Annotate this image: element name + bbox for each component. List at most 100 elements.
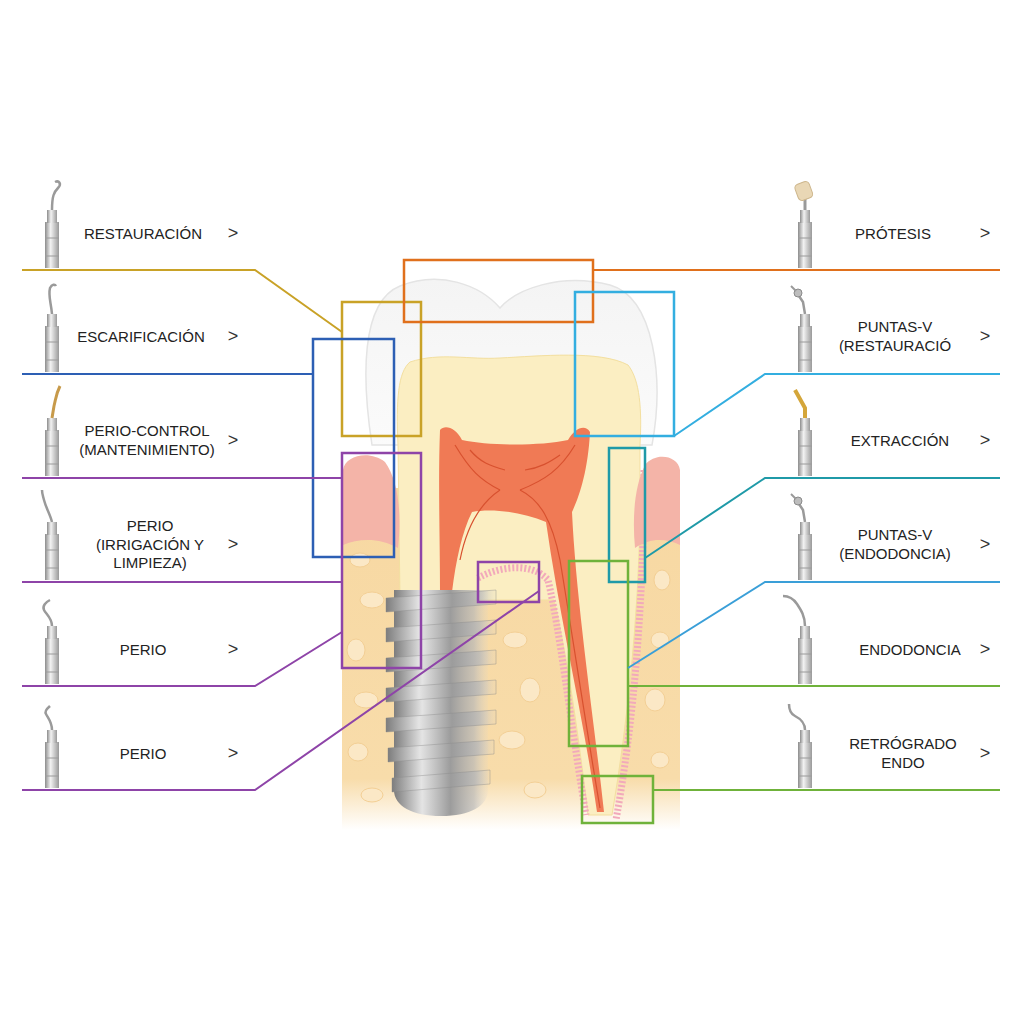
illustration-part bbox=[342, 453, 421, 668]
tip-label: EXTRACCIÓN bbox=[800, 432, 1000, 451]
illustration-part bbox=[22, 581, 342, 583]
tip-icon bbox=[45, 181, 60, 268]
illustration-part bbox=[460, 490, 500, 560]
illustration-part bbox=[49, 285, 56, 314]
tip-icon bbox=[783, 596, 812, 684]
tip-label: RETRÓGRADO ENDO bbox=[843, 735, 963, 773]
illustration-part bbox=[524, 782, 546, 798]
illustration-part bbox=[499, 731, 525, 749]
illustration-part bbox=[651, 632, 669, 648]
arrow-mark: > bbox=[225, 326, 241, 348]
illustration-part bbox=[347, 639, 365, 661]
illustration-part bbox=[794, 180, 814, 201]
arrow-mark: > bbox=[225, 743, 241, 765]
illustration-part bbox=[22, 373, 313, 375]
illustration-part bbox=[45, 706, 52, 730]
tip-icon bbox=[45, 285, 59, 372]
tip-label: RESTAURACIÓN bbox=[43, 225, 243, 244]
tip-label: ESCARIFICACIÓN bbox=[41, 328, 241, 347]
illustration-part bbox=[520, 678, 540, 702]
illustration-part bbox=[799, 296, 805, 314]
tip-label: PUNTAS-V (RESTAURACIÓ bbox=[830, 318, 960, 356]
illustration-part bbox=[52, 181, 60, 210]
illustration-part bbox=[22, 270, 342, 332]
illustration-part bbox=[798, 626, 812, 684]
illustration-part bbox=[789, 704, 805, 730]
illustration-part bbox=[674, 374, 1000, 436]
illustration-part bbox=[45, 522, 59, 580]
tip-label: PERIO bbox=[43, 745, 243, 764]
illustration-part bbox=[350, 553, 370, 567]
illustration-part bbox=[791, 286, 796, 291]
illustration-part bbox=[42, 490, 52, 522]
gum bbox=[343, 455, 399, 548]
tip-icon bbox=[791, 286, 812, 372]
illustration-part bbox=[386, 680, 496, 702]
tip-icon bbox=[791, 494, 812, 580]
illustration-part bbox=[645, 689, 665, 711]
illustration-part bbox=[386, 590, 496, 792]
illustration-part bbox=[45, 314, 59, 372]
tip-label: PERIO (IRRIGACIÓN Y LIMPIEZA) bbox=[83, 517, 218, 573]
illustration-part bbox=[361, 788, 383, 802]
illustration-part bbox=[392, 770, 490, 792]
tip-icon bbox=[794, 180, 814, 268]
illustration-part bbox=[470, 450, 505, 470]
arrow-mark: > bbox=[225, 639, 241, 661]
arrow-mark: > bbox=[977, 223, 993, 245]
illustration-part bbox=[45, 626, 59, 684]
tip-label: PUNTAS-V (ENDODONCIA) bbox=[830, 526, 960, 564]
illustration-part bbox=[520, 490, 600, 808]
illustration-part bbox=[388, 740, 494, 762]
illustration-part bbox=[569, 561, 628, 746]
illustration-part bbox=[791, 494, 796, 499]
illustration-part bbox=[798, 522, 812, 580]
illustration-part bbox=[628, 685, 1000, 687]
illustration-part bbox=[582, 776, 653, 823]
illustration-part bbox=[795, 390, 805, 418]
tip-label: PERIO bbox=[43, 641, 243, 660]
gum bbox=[634, 457, 680, 548]
illustration-part bbox=[45, 730, 59, 788]
illustration-part bbox=[45, 210, 59, 268]
region-boxes bbox=[313, 260, 674, 823]
illustration-part bbox=[386, 620, 496, 642]
illustration-part bbox=[313, 339, 394, 557]
illustration-part bbox=[783, 596, 805, 626]
implant bbox=[386, 590, 496, 816]
illustration-part bbox=[653, 789, 1000, 791]
tip-icon bbox=[45, 386, 60, 476]
arrow-mark: > bbox=[225, 430, 241, 452]
tip-icon bbox=[795, 390, 812, 476]
arrow-mark: > bbox=[977, 743, 993, 765]
illustration-part bbox=[798, 418, 812, 476]
illustration-part bbox=[22, 591, 539, 790]
illustration-part bbox=[798, 210, 812, 268]
illustration-part bbox=[654, 570, 670, 590]
arrow-mark: > bbox=[225, 223, 241, 245]
arrow-mark: > bbox=[977, 326, 993, 348]
arrow-mark: > bbox=[977, 639, 993, 661]
illustration-part bbox=[798, 314, 812, 372]
tip-label: PERIO-CONTROL (MANTENIMIENTO) bbox=[72, 422, 222, 460]
illustration-part bbox=[798, 730, 812, 788]
tip-label: PRÓTESIS bbox=[793, 225, 993, 244]
arrow-mark: > bbox=[977, 430, 993, 452]
illustration-part bbox=[45, 418, 59, 476]
illustration-part bbox=[43, 600, 52, 626]
leader-lines bbox=[22, 270, 1000, 790]
illustration-part bbox=[22, 632, 342, 686]
illustration-part bbox=[455, 445, 500, 490]
illustration-part bbox=[360, 592, 384, 608]
illustration-part bbox=[404, 260, 593, 322]
illustration-part bbox=[799, 504, 805, 522]
arrow-mark: > bbox=[225, 534, 241, 556]
illustration-part bbox=[386, 710, 496, 732]
illustration-part bbox=[22, 477, 342, 479]
arrow-mark: > bbox=[977, 534, 993, 556]
tip-icon bbox=[789, 704, 812, 788]
illustration-part bbox=[525, 455, 560, 470]
tip-icon bbox=[42, 490, 59, 580]
